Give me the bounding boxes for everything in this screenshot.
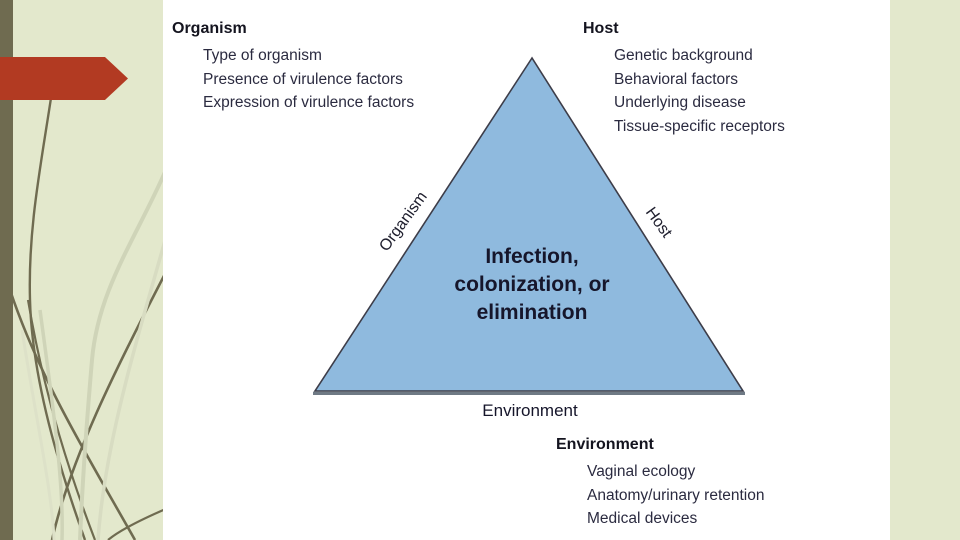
factor-item: Type of organism [203,47,322,64]
factor-group-organism: Organism Type of organism Presence of vi… [172,19,414,115]
factor-item: Underlying disease [614,94,746,111]
decorative-curves [8,97,170,540]
factor-item: Tissue-specific receptors [614,117,785,135]
decorative-arrow-shape [0,57,128,100]
factor-item: Behavioral factors [614,70,739,88]
factor-group-title: Environment [556,436,654,453]
triangle-center-label: Infection, colonization, or elimination [454,245,610,324]
factor-item: Vaginal ecology [587,463,696,480]
factor-item: Expression of virulence factors [203,94,415,111]
triangle-base-label: Environment [482,401,578,420]
factor-group-environment: Environment Vaginal ecology Anatomy/urin… [556,435,764,531]
factor-group-host: Host Genetic background Behavioral facto… [583,19,785,138]
factor-item: Genetic background [614,47,753,64]
accent-bar [0,0,13,540]
factor-item: Presence of virulence factors [203,70,403,88]
factor-group-title: Host [583,20,619,37]
factor-item: Medical devices [587,510,698,527]
factor-item: Anatomy/urinary retention [587,486,765,504]
factor-group-title: Organism [172,20,247,37]
